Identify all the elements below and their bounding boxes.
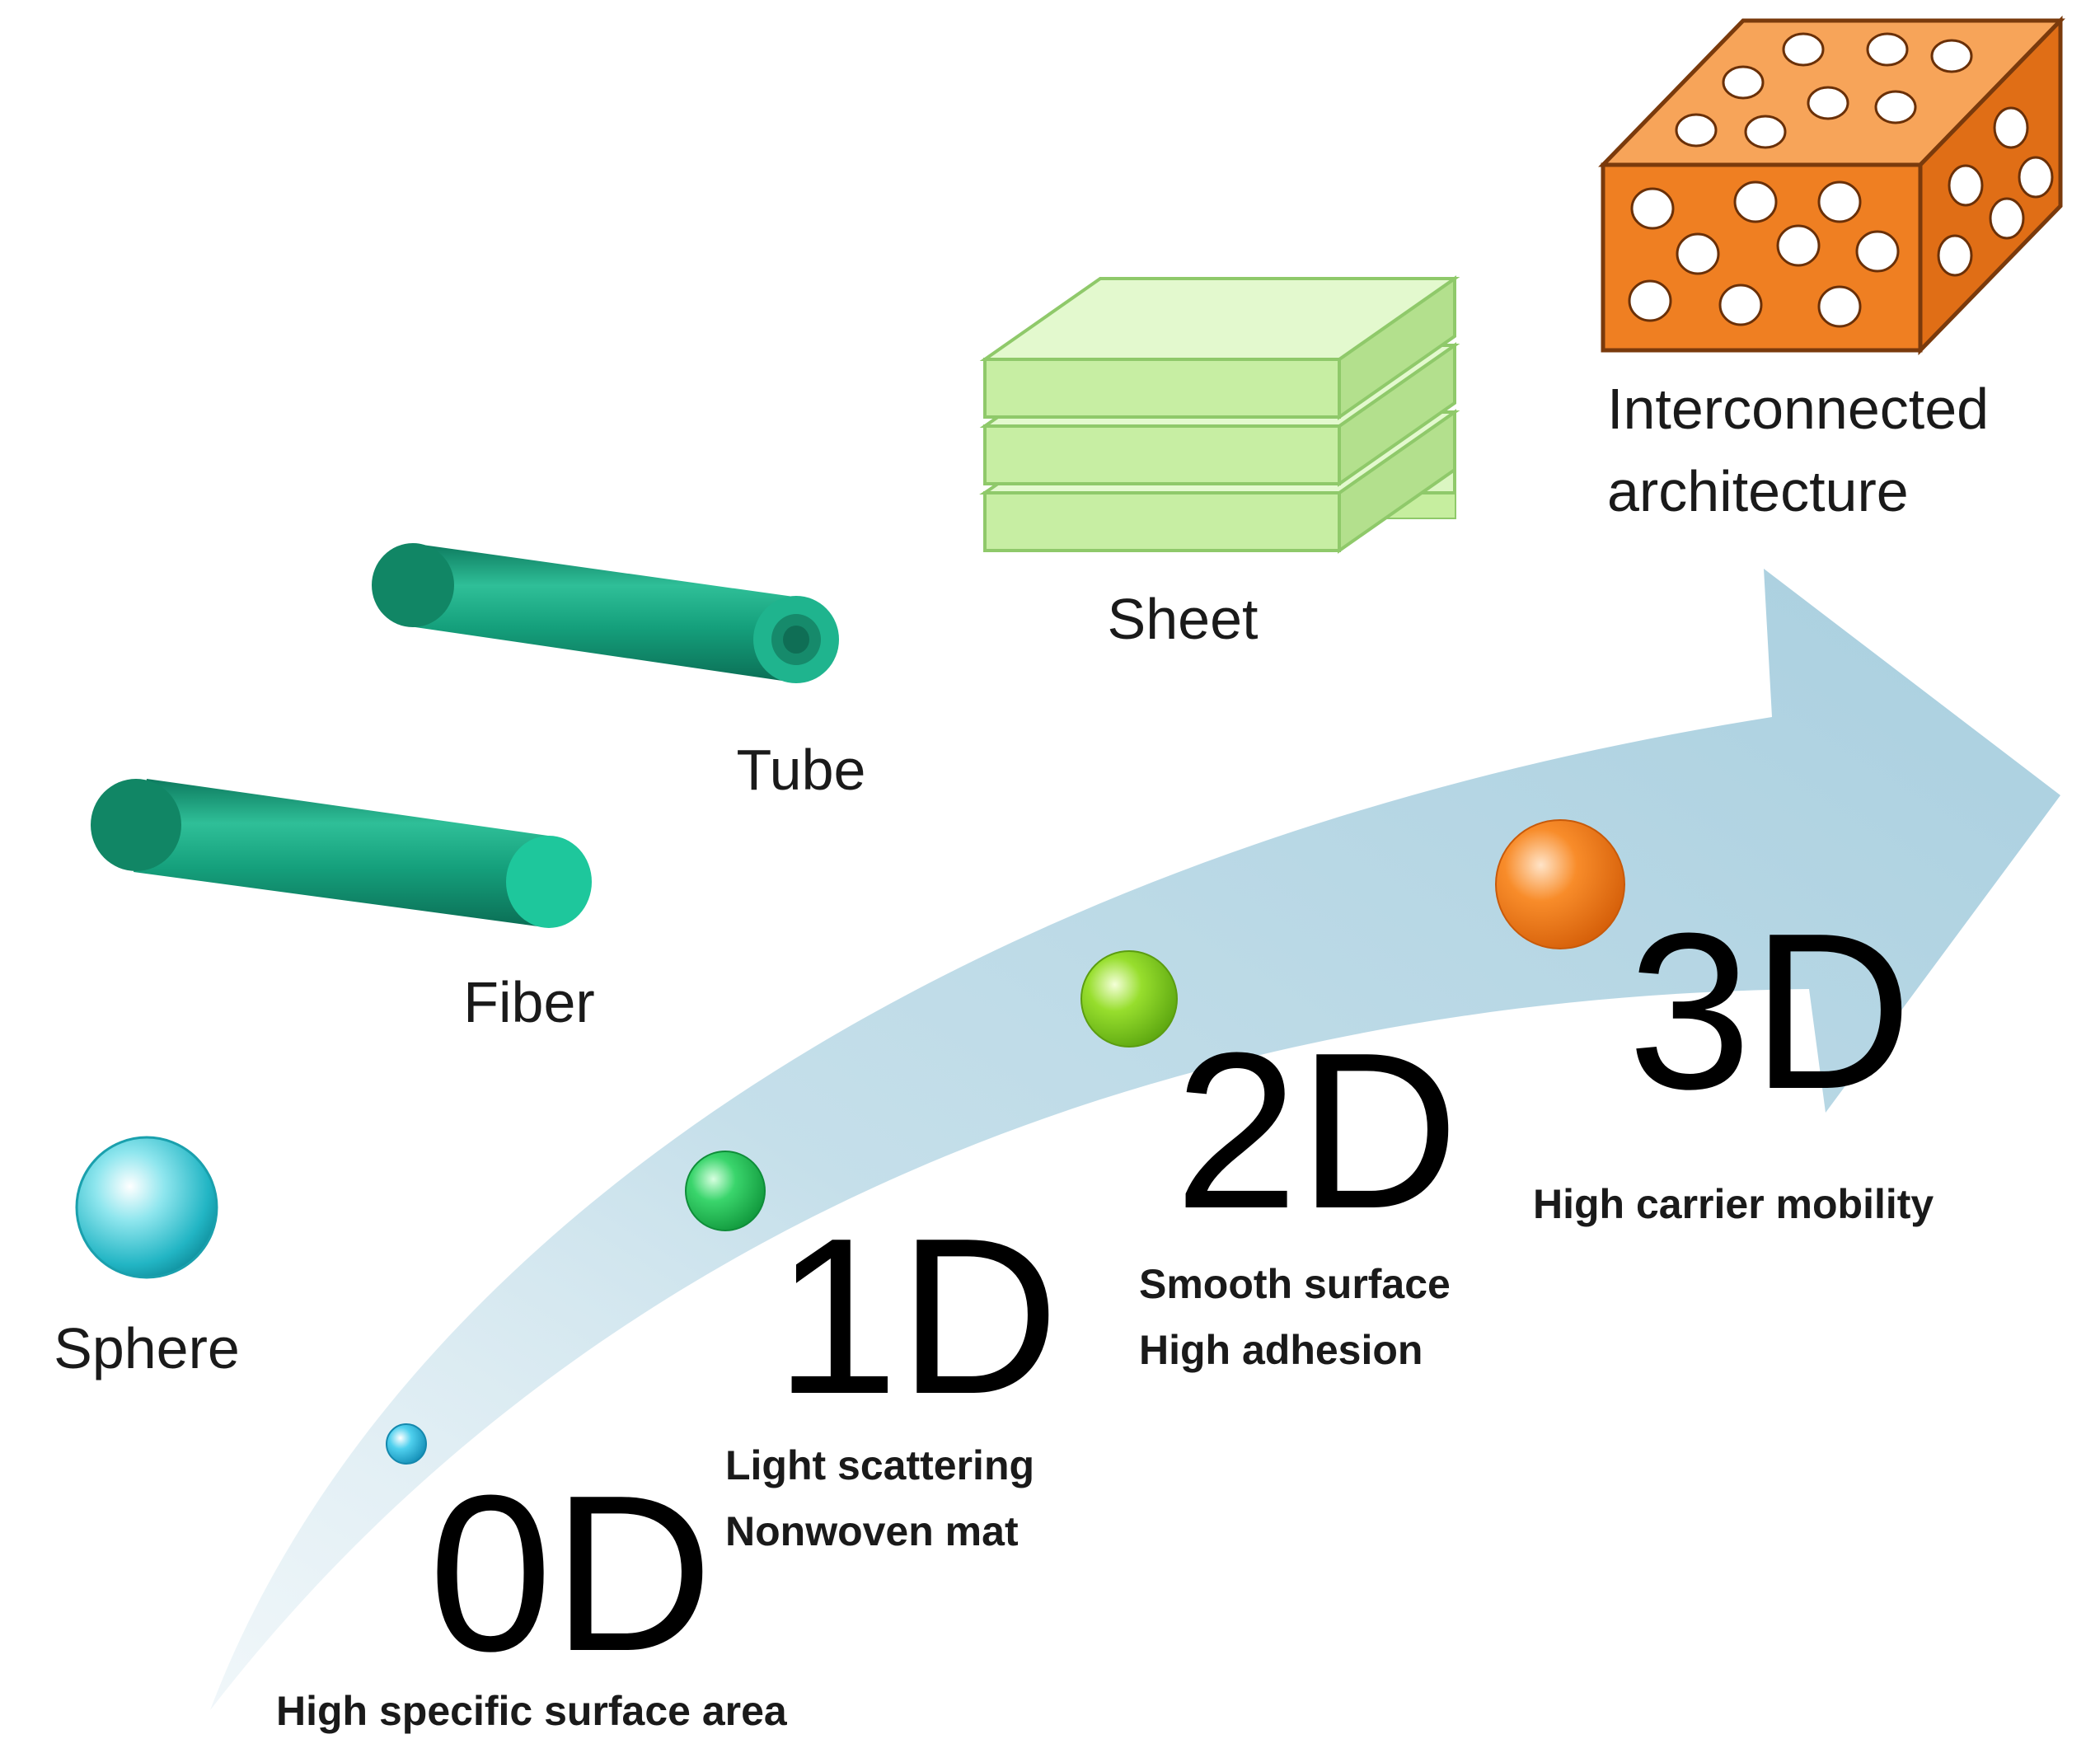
interconnected-label-line2: architecture <box>1607 459 1909 523</box>
tube-shape <box>372 543 839 683</box>
sheet-shape <box>979 275 1460 554</box>
dimension-3d-label: 3D <box>1628 888 1912 1136</box>
fiber-label: Fiber <box>463 970 594 1034</box>
sphere-shape <box>75 1136 218 1279</box>
dimension-0d-property-1: High specific surface area <box>276 1688 788 1734</box>
dot-1d <box>685 1151 766 1231</box>
dot-3d <box>1495 819 1625 949</box>
dimension-2d-property-2: High adhesion <box>1139 1327 1423 1373</box>
dimension-1d-property-1: Light scattering <box>725 1442 1034 1488</box>
sphere-label: Sphere <box>54 1316 240 1380</box>
dimension-2d-label: 2D <box>1174 1007 1459 1255</box>
cube-pores <box>1628 32 2054 328</box>
dot-0d <box>386 1423 427 1465</box>
dimension-1d-property-2: Nonwoven mat <box>725 1508 1019 1554</box>
dimension-2d-property-1: Smooth surface <box>1139 1261 1451 1307</box>
tube-label: Tube <box>737 738 866 802</box>
fiber-shape <box>91 779 592 928</box>
dot-2d <box>1080 950 1178 1048</box>
dimension-0d-label: 0D <box>429 1450 713 1698</box>
sheet-label: Sheet <box>1108 587 1259 651</box>
dimension-1d-label: 1D <box>775 1193 1059 1441</box>
dimension-3d-property-1: High carrier mobility <box>1533 1181 1934 1227</box>
interconnected-label-line1: Interconnected <box>1607 377 1989 441</box>
